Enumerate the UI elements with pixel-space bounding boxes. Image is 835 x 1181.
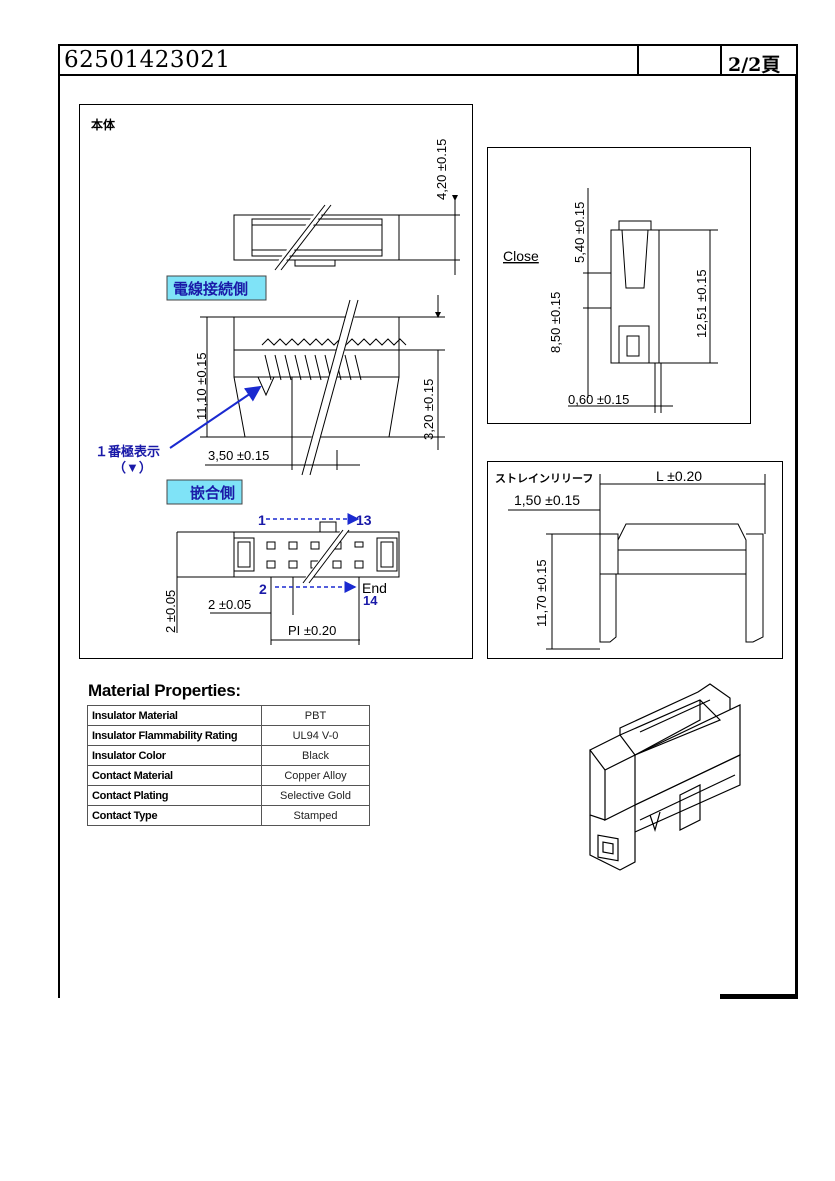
mating-side-label: 嵌合側 [190, 484, 235, 502]
dim-height-top: 4,20 ±0.15 [434, 139, 449, 200]
main-body-panel: 本体 4,20 ±0.15 電線接続側 11,10 ±0.15 3,20 ±0.… [79, 104, 473, 659]
mating-side-label-box [166, 479, 243, 505]
pin1-indicator-symbol: （▼） [113, 460, 152, 475]
dim-lower: 3,20 ±0.15 [421, 379, 436, 440]
pin-label-1: 1 [258, 512, 266, 528]
dim-width: 3,50 ±0.15 [208, 448, 269, 463]
dim-pitch-small: 2 ±0.05 [208, 597, 251, 612]
page-number: 2/2頁 [728, 54, 781, 76]
end-label: End [362, 580, 387, 596]
top-view [233, 195, 460, 275]
title-divider [637, 44, 639, 76]
wire-side-label-box [166, 275, 267, 301]
part-number: 62501423021 [64, 47, 231, 73]
connector-isometric-illustration [589, 683, 741, 871]
frame-border-bottom [720, 994, 798, 999]
strain-relief-panel: ストレインリリーフ L ±0.20 1,50 ±0.15 11,70 ±0.15 [487, 461, 783, 659]
pin-label-13: 13 [356, 512, 372, 528]
pin1-indicator-label: １番極表示 [95, 444, 160, 459]
body-label: 本体 [91, 117, 116, 132]
close-dim-width: 0,60 ±0.15 [568, 392, 629, 407]
strain-dim-length: L ±0.20 [656, 468, 702, 484]
close-view-drawing: Close 5,40 ±0.15 8,50 ±0.15 12,51 ±0.15 … [503, 188, 718, 413]
close-dim-upper: 5,40 ±0.15 [572, 202, 587, 263]
close-dim-lower: 8,50 ±0.15 [548, 292, 563, 353]
pin-label-2: 2 [259, 581, 267, 597]
side-view [200, 295, 445, 477]
main-body-drawing: 本体 4,20 ±0.15 電線接続側 11,10 ±0.15 3,20 ±0.… [91, 117, 460, 645]
frame-border-right [795, 76, 798, 998]
close-dim-total: 12,51 ±0.15 [694, 269, 709, 338]
frame-border-left [58, 76, 60, 998]
dim-left-height: 2 ±0.05 [163, 590, 178, 633]
strain-relief-drawing: ストレインリリーフ L ±0.20 1,50 ±0.15 11,70 ±0.15 [495, 468, 766, 650]
strain-dim-height: 11,70 ±0.15 [534, 559, 549, 627]
close-view-panel: Close 5,40 ±0.15 8,50 ±0.15 12,51 ±0.15 … [487, 147, 751, 424]
pin-label-14: 14 [363, 593, 378, 608]
dim-pitch: PI ±0.20 [288, 623, 336, 638]
dim-height: 11,10 ±0.15 [194, 352, 209, 420]
strain-relief-label: ストレインリリーフ [495, 472, 593, 485]
strain-dim-offset: 1,50 ±0.15 [514, 492, 580, 508]
title-block [58, 44, 798, 76]
wire-side-label: 電線接続側 [173, 280, 248, 298]
material-properties-title: Material Properties: [88, 681, 241, 700]
front-view [176, 521, 400, 645]
close-label: Close [503, 248, 539, 264]
title-divider [720, 44, 722, 76]
